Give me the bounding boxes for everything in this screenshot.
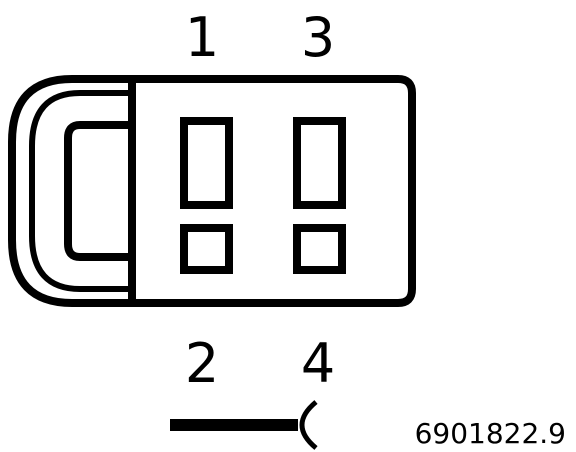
connector-body-outline <box>128 75 416 307</box>
pin-label-4: 4 <box>301 332 335 395</box>
connector-housing <box>8 75 416 307</box>
pin-cavity-3 <box>293 117 346 209</box>
pin-cavity-4 <box>293 224 346 274</box>
pin-label-2: 2 <box>185 332 219 395</box>
pin-label-3: 3 <box>301 6 335 69</box>
pin-cavities <box>180 117 346 274</box>
pin-cavity-2 <box>180 224 233 274</box>
connector-socket-arc <box>299 400 318 450</box>
latch-outer-curve <box>8 75 132 307</box>
reference-code: 6901822.9 <box>415 417 566 450</box>
pin-cavity-1 <box>180 117 233 209</box>
latch-keying-slot <box>64 93 136 289</box>
pin-label-1: 1 <box>185 6 219 69</box>
latch-inner-curve <box>29 90 132 292</box>
wire-symbol-icon <box>170 400 318 450</box>
